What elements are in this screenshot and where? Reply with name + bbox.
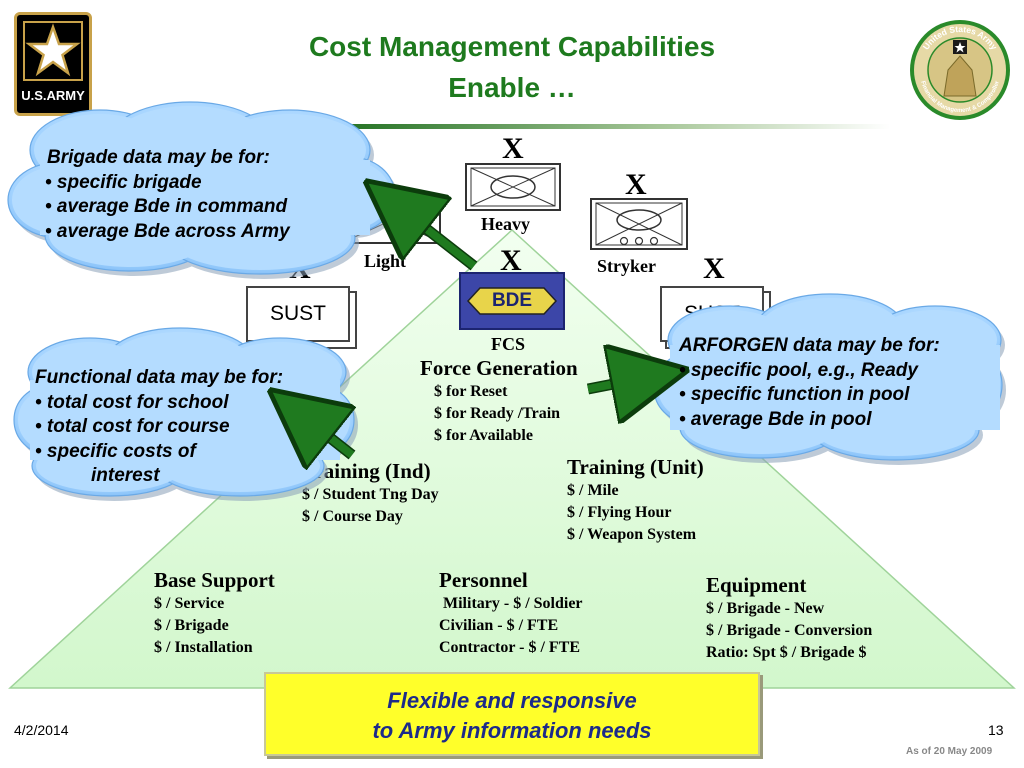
as-of-note: As of 20 May 2009 xyxy=(906,746,993,757)
equipment-section: Equipment $ / Brigade - New $ / Brigade … xyxy=(706,573,872,664)
army-logo-text: U.S.ARMY xyxy=(21,88,85,103)
functional-callout-heading: Functional data may be for: xyxy=(35,367,284,388)
training-unit-item: $ / Flying Hour xyxy=(567,504,672,521)
equipment-item: Ratio: Spt $ / Brigade $ xyxy=(706,644,867,661)
fcs-label: FCS xyxy=(491,334,526,354)
heavy-x-mark: X xyxy=(502,132,524,165)
page-number: 13 xyxy=(988,722,1004,738)
functional-arrow xyxy=(300,414,352,455)
personnel-heading: Personnel xyxy=(439,568,528,592)
arforgen-callout: ARFORGEN data may be for: • specific poo… xyxy=(679,334,940,432)
brigade-callout-item: • specific brigade xyxy=(45,171,202,193)
arforgen-callout-item: • average Bde in pool xyxy=(679,408,872,430)
bde-label: BDE xyxy=(491,290,533,311)
base-support-item: $ / Service xyxy=(154,595,225,612)
stryker-label: Stryker xyxy=(597,256,656,276)
training-unit-heading: Training (Unit) xyxy=(567,455,704,479)
stryker-brigade-symbol xyxy=(590,198,688,250)
equipment-item: $ / Brigade - Conversion xyxy=(706,622,873,639)
title-divider xyxy=(330,124,890,129)
training-ind-item: $ / Course Day xyxy=(302,508,403,525)
base-support-heading: Base Support xyxy=(154,568,275,592)
heavy-brigade-symbol xyxy=(465,163,561,211)
personnel-item: Military - $ / Soldier xyxy=(439,595,583,612)
brigade-callout-item: • average Bde in command xyxy=(45,196,288,217)
force-generation-item: $ for Reset xyxy=(434,383,508,400)
title-line-1: Cost Management Capabilities xyxy=(308,31,716,62)
personnel-section: Personnel Military - $ / Soldier Civilia… xyxy=(439,568,583,659)
slide-date: 4/2/2014 xyxy=(14,722,69,738)
sust-right-x-mark: X xyxy=(703,252,725,285)
functional-callout-item: • total cost for course xyxy=(35,416,230,437)
functional-callout-item: • specific costs of xyxy=(35,440,196,462)
bde-x-mark: X xyxy=(500,244,522,277)
brigade-callout-heading: Brigade data may be for: xyxy=(47,147,270,168)
personnel-item: Contractor - $ / FTE xyxy=(439,639,581,656)
training-unit-section: Training (Unit) $ / Mile $ / Flying Hour… xyxy=(567,455,704,546)
financial-management-seal: United States Army Financial Management … xyxy=(910,20,1010,120)
us-army-logo: U.S.ARMY xyxy=(14,12,92,116)
equipment-heading: Equipment xyxy=(706,573,807,597)
page-title: Cost Management Capabilities Enable … xyxy=(200,26,824,108)
arforgen-arrow xyxy=(586,377,650,389)
equipment-item: $ / Brigade - New xyxy=(706,600,825,617)
arforgen-callout-item: • specific pool, e.g., Ready xyxy=(679,359,918,381)
brigade-arrow xyxy=(396,205,478,271)
force-generation-item: $ for Ready /Train xyxy=(434,405,561,422)
bde-symbol xyxy=(459,272,565,330)
brigade-cloud xyxy=(7,101,399,279)
brigade-callout-item: • average Bde across Army xyxy=(45,220,290,242)
banner-line-1: Flexible and responsive xyxy=(387,688,637,713)
summary-banner: Flexible and responsive to Army informat… xyxy=(264,672,760,756)
sust-left-label: SUST xyxy=(269,302,326,325)
arforgen-callout-heading: ARFORGEN data may be for: xyxy=(679,335,940,356)
force-generation-section: Force Generation $ for Reset $ for Ready… xyxy=(420,356,578,447)
base-support-item: $ / Installation xyxy=(154,639,253,656)
functional-callout: Functional data may be for: • total cost… xyxy=(35,366,283,489)
heavy-label: Heavy xyxy=(481,214,530,234)
stryker-x-mark: X xyxy=(625,168,647,201)
training-unit-item: $ / Mile xyxy=(567,482,619,499)
personnel-item: Civilian - $ / FTE xyxy=(439,617,559,634)
base-support-item: $ / Brigade xyxy=(154,617,229,634)
functional-callout-item: • total cost for school xyxy=(35,391,229,413)
banner-line-2: to Army information needs xyxy=(372,718,652,743)
base-support-section: Base Support $ / Service $ / Brigade $ /… xyxy=(154,568,275,659)
training-ind-item: $ / Student Tng Day xyxy=(302,486,439,503)
title-line-2: Enable … xyxy=(448,72,576,103)
brigade-callout: Brigade data may be for: • specific brig… xyxy=(45,146,290,244)
force-generation-item: $ for Available xyxy=(434,427,533,444)
functional-callout-item-cont: interest xyxy=(91,465,160,486)
army-star-icon xyxy=(23,21,83,81)
training-unit-item: $ / Weapon System xyxy=(567,526,697,543)
force-generation-heading: Force Generation xyxy=(420,356,578,380)
arforgen-callout-item: • specific function in pool xyxy=(679,384,910,405)
